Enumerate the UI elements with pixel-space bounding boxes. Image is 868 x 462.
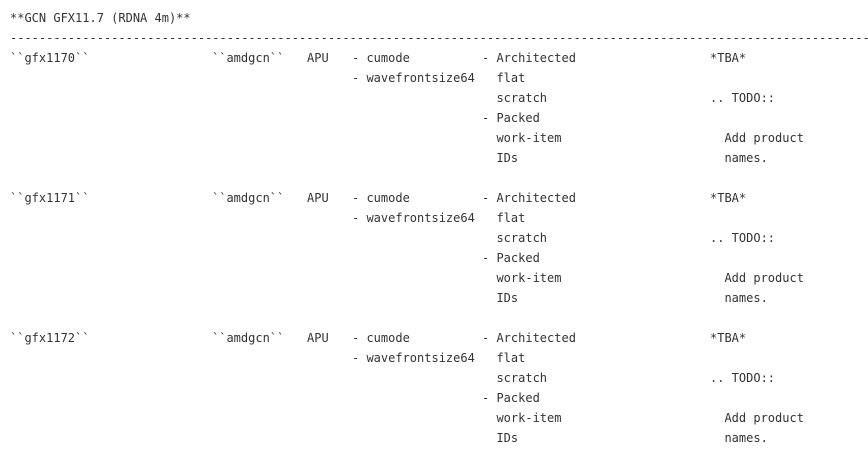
target-features: - cumode - wavefrontsize64	[352, 191, 475, 225]
processor-name: ``gfx1172``	[10, 331, 90, 345]
product-names-notes: *TBA* .. TODO:: Add product names.	[710, 51, 804, 165]
processor-name: ``gfx1171``	[10, 191, 90, 205]
target-triple: ``amdgcn``	[212, 331, 285, 345]
target-features: - cumode - wavefrontsize64	[352, 51, 475, 85]
processor-kind: APU	[307, 191, 329, 205]
table-row: ``gfx1170`` ``amdgcn`` APU - cumode - wa…	[0, 48, 868, 188]
product-names-notes: *TBA* .. TODO:: Add product names.	[710, 191, 804, 305]
processor-kind: APU	[307, 331, 329, 345]
target-properties: - Architected flat scratch - Packed work…	[482, 331, 576, 445]
section-title: **GCN GFX11.7 (RDNA 4m)**	[10, 11, 191, 25]
processor-kind: APU	[307, 51, 329, 65]
table-separator: ----------------------------------------…	[10, 31, 868, 45]
product-names-notes: *TBA* .. TODO:: Add product names.	[710, 331, 804, 445]
target-triple: ``amdgcn``	[212, 51, 285, 65]
target-features: - cumode - wavefrontsize64	[352, 331, 475, 365]
target-triple: ``amdgcn``	[212, 191, 285, 205]
table-row: ``gfx1171`` ``amdgcn`` APU - cumode - wa…	[0, 188, 868, 328]
target-properties: - Architected flat scratch - Packed work…	[482, 51, 576, 165]
target-properties: - Architected flat scratch - Packed work…	[482, 191, 576, 305]
processor-name: ``gfx1170``	[10, 51, 90, 65]
table-row: ``gfx1172`` ``amdgcn`` APU - cumode - wa…	[0, 328, 868, 462]
